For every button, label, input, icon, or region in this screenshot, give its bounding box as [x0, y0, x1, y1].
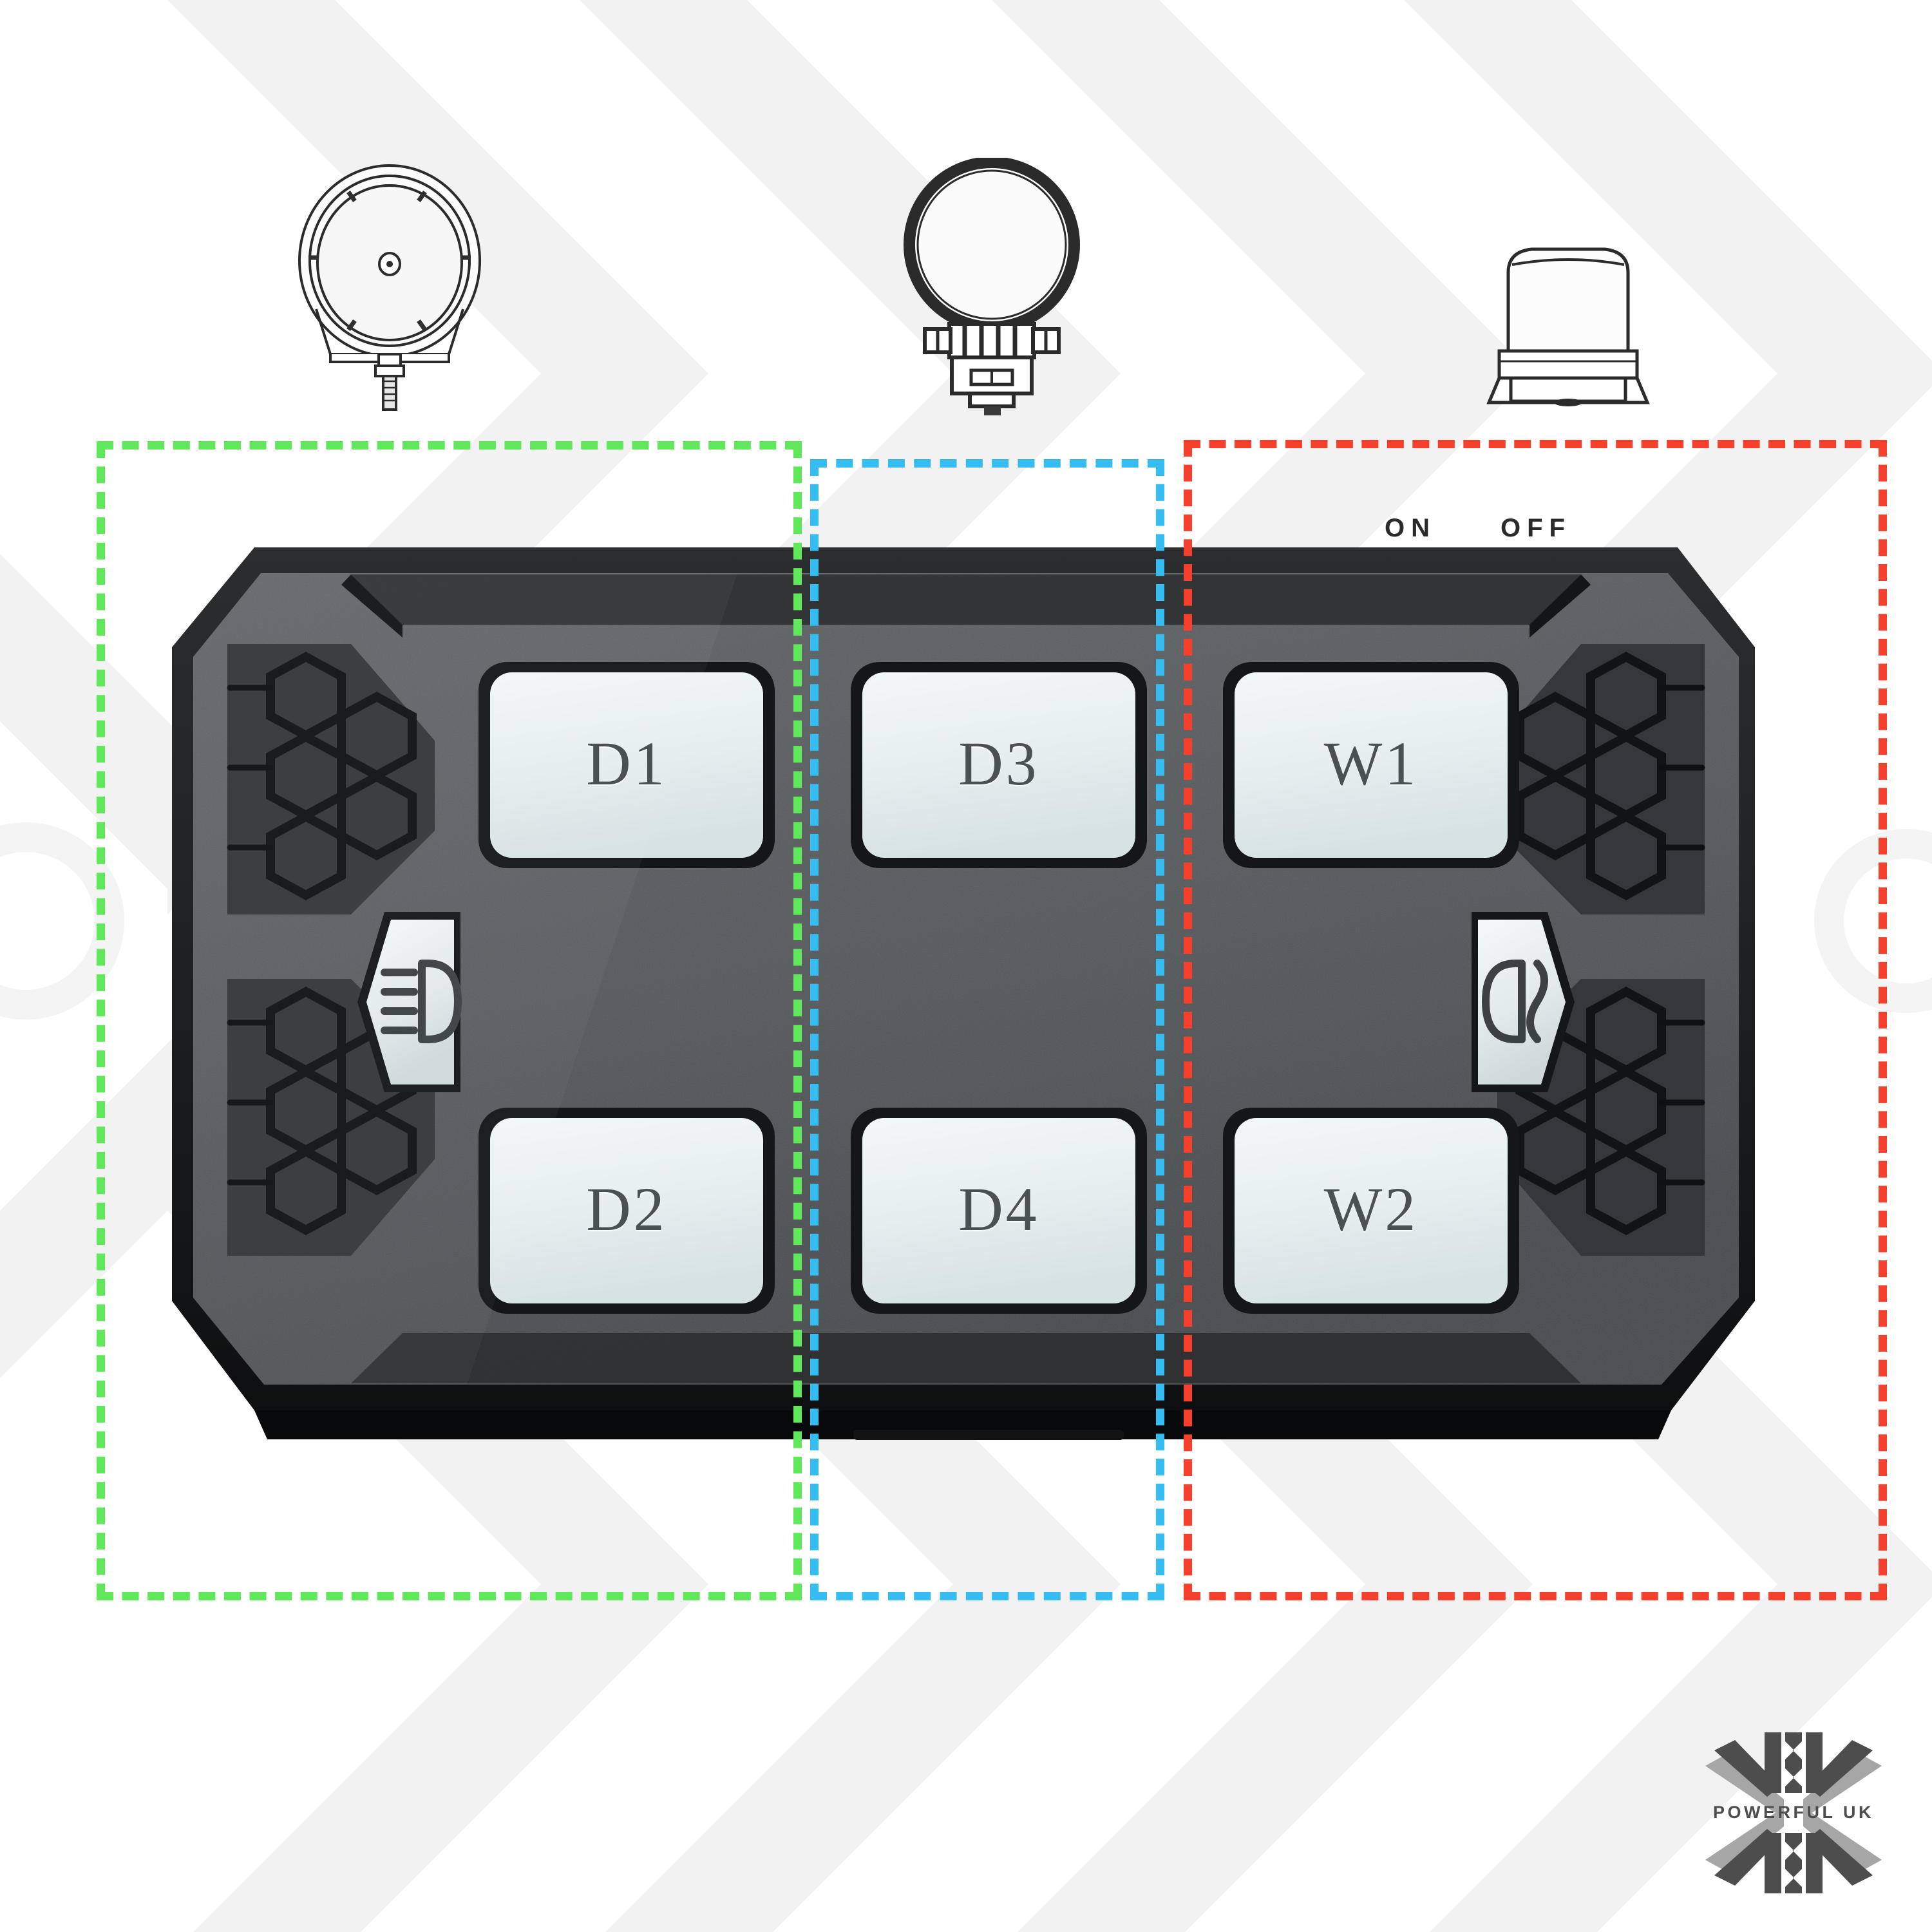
region-green-driving-lamps	[97, 441, 802, 1600]
powerful-uk-logo: POWERFUL UK	[1700, 1732, 1887, 1893]
marking-off: OFF	[1501, 514, 1571, 542]
switch-fog-lamp	[1472, 912, 1575, 1092]
driving-lamp-illustration	[293, 161, 486, 412]
switch-main-beam	[357, 912, 462, 1092]
beacon-lamp-illustration	[1481, 242, 1655, 409]
region-blue-extra-driving-lamps	[810, 459, 1164, 1600]
region-red-work-lamps-beacon	[1184, 440, 1887, 1600]
marking-on: ON	[1385, 514, 1436, 542]
work-lamp-illustration	[902, 158, 1082, 415]
switch-panel[interactable]: D1 D3 W1 D2 D4 W2 ON OFF	[158, 514, 1774, 1462]
logo-wordmark: POWERFUL UK	[1713, 1803, 1874, 1822]
